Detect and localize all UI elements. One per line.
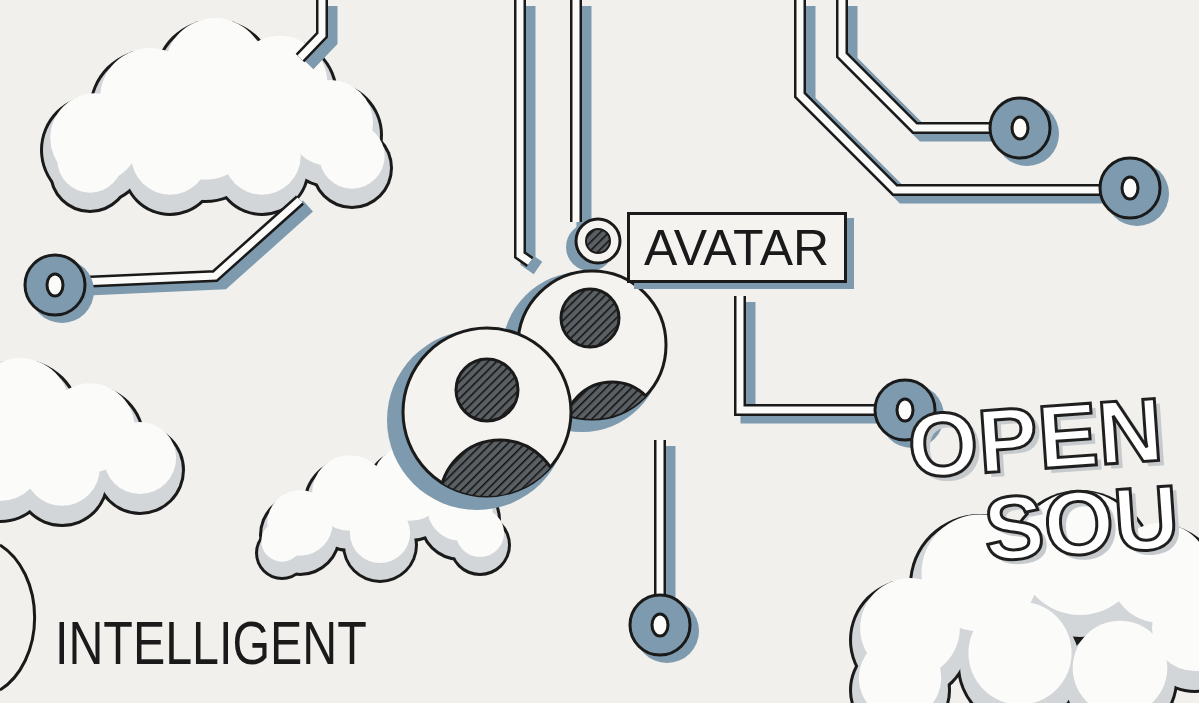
cloud bbox=[40, 18, 393, 216]
terminal-pad bbox=[630, 595, 690, 655]
wire-edge bbox=[842, 0, 990, 128]
wire bbox=[80, 200, 308, 288]
wire-edge bbox=[300, 0, 322, 58]
terminal-pad bbox=[990, 98, 1050, 158]
wire-shadow bbox=[850, 6, 998, 134]
wire-core bbox=[740, 296, 878, 410]
person-head bbox=[561, 289, 619, 347]
edge-arc bbox=[0, 545, 35, 690]
wire bbox=[300, 0, 330, 64]
wire bbox=[576, 0, 584, 228]
terminal bbox=[25, 255, 94, 323]
cloud-body bbox=[104, 422, 176, 494]
terminal bbox=[1100, 158, 1169, 226]
wire-core bbox=[573, 0, 580, 222]
text-cloud: OPEN SOU bbox=[845, 395, 1199, 703]
wire-core bbox=[842, 0, 990, 128]
cloud-body bbox=[57, 127, 122, 192]
cloud bbox=[0, 358, 185, 527]
terminal bbox=[630, 595, 699, 663]
terminal-hole bbox=[47, 274, 63, 296]
wire-edge bbox=[80, 200, 300, 282]
cloud-body bbox=[968, 601, 1071, 703]
wire bbox=[800, 0, 1108, 196]
terminal-hole bbox=[652, 614, 668, 636]
person-body bbox=[440, 440, 560, 560]
terminal-hole bbox=[1012, 117, 1028, 139]
cloud-body bbox=[0, 415, 43, 501]
caption-word: INTELLIGENT bbox=[55, 612, 367, 674]
cloud-body bbox=[261, 520, 302, 561]
terminals bbox=[25, 98, 1169, 663]
wire-shadow bbox=[528, 6, 538, 268]
icon-dot bbox=[586, 229, 610, 253]
cloud-body bbox=[1073, 621, 1168, 703]
cloud-body bbox=[319, 123, 384, 188]
wire bbox=[842, 0, 998, 134]
bubble-title: OPEN SOU bbox=[905, 379, 1199, 579]
cloud-body bbox=[350, 503, 410, 563]
wire-shadow bbox=[808, 6, 1108, 196]
cloud-body bbox=[153, 76, 256, 179]
label-box: AVATAR bbox=[627, 212, 847, 283]
wire-shadow bbox=[748, 302, 886, 416]
wire-edge bbox=[520, 0, 530, 262]
wire-core bbox=[800, 0, 1100, 190]
wire-core bbox=[520, 0, 530, 262]
terminal-hole bbox=[1122, 177, 1138, 199]
wire-core bbox=[80, 200, 300, 282]
person-body bbox=[564, 382, 660, 478]
wire-core bbox=[657, 440, 664, 595]
wire-edge bbox=[800, 0, 1100, 190]
terminal bbox=[990, 98, 1059, 166]
wire-edge bbox=[570, 0, 582, 222]
wire-edge bbox=[654, 440, 666, 595]
box-label: AVATAR bbox=[644, 221, 830, 276]
wire-core bbox=[300, 0, 322, 58]
terminal-pad bbox=[25, 255, 85, 315]
wire bbox=[740, 296, 886, 416]
terminal-pad bbox=[1100, 158, 1160, 218]
icon-ring bbox=[576, 219, 620, 263]
avatar-icon bbox=[387, 219, 666, 560]
cloud-body bbox=[859, 637, 942, 703]
wire-edge bbox=[740, 296, 878, 410]
wires bbox=[80, 0, 1108, 601]
cloud-body bbox=[456, 509, 504, 557]
person-head bbox=[456, 359, 518, 421]
wire bbox=[660, 440, 668, 601]
wire bbox=[520, 0, 538, 268]
